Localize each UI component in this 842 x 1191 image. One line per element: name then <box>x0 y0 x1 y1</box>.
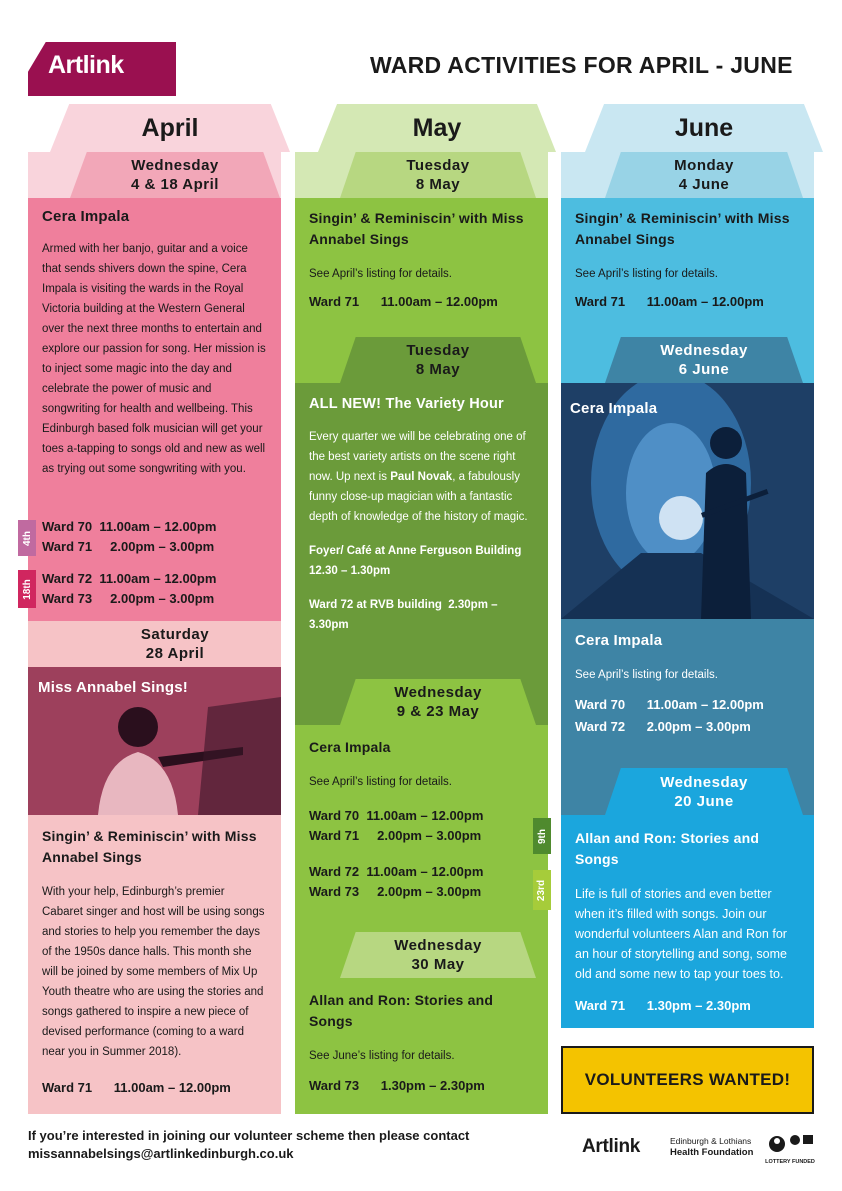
artlink-logo: Artlink <box>28 42 176 96</box>
event-title: ALL NEW! The Variety Hour <box>309 396 504 412</box>
event-description: Life is full of stories and even better … <box>575 887 787 981</box>
event-description: Armed with her banjo, guitar and a voice… <box>42 243 266 475</box>
event-title: Cera Impala <box>309 739 391 755</box>
april-annabel-block: Singin’ & Reminiscin’ with Miss Annabel … <box>28 826 281 1098</box>
cera-impala-photo <box>561 383 814 619</box>
date-tag-23rd: 23rd <box>533 870 551 910</box>
lottery-logo: LOTTERY FUNDED <box>765 1132 815 1165</box>
may-allan-block: Allan and Ron: Stories and Songs See Jun… <box>295 990 548 1096</box>
event-title: Cera Impala <box>575 632 663 649</box>
event-title: Cera Impala <box>42 208 130 225</box>
may-variety-block: ALL NEW! The Variety Hour Every quarter … <box>295 394 548 635</box>
event-title: Allan and Ron: Stories and Songs <box>575 830 760 867</box>
may-annabel-block: Singin’ & Reminiscin’ with Miss Annabel … <box>295 208 548 312</box>
event-title: Singin’ & Reminiscin’ with Miss Annabel … <box>42 828 257 865</box>
photo-caption: Miss Annabel Sings! <box>38 679 188 696</box>
artlink-footer-logo: Artlink <box>582 1136 641 1157</box>
june-allan-block: Allan and Ron: Stories and Songs Life is… <box>561 828 814 1016</box>
footer-text: If you’re interested in joining our volu… <box>28 1128 470 1143</box>
page-title: WARD ACTIVITIES FOR APRIL - JUNE <box>370 52 793 78</box>
event-description: Every quarter we will be celebrating one… <box>309 431 528 523</box>
april-cera-block: Cera Impala Armed with her banjo, guitar… <box>28 206 281 479</box>
date-tag-9th: 9th <box>533 818 551 854</box>
event-title: Singin’ & Reminiscin’ with Miss Annabel … <box>575 210 790 247</box>
june-cera-block: Cera Impala See April’s listing for deta… <box>561 630 814 737</box>
event-description: With your help, Edinburgh’s premier Caba… <box>42 886 265 1058</box>
date-tag-4th: 4th <box>18 520 36 556</box>
miss-annabel-photo <box>28 667 281 815</box>
photo-caption: Cera Impala <box>570 400 658 417</box>
june-header: June <box>585 104 823 152</box>
may-cera-block: Cera Impala See April’s listing for deta… <box>295 737 548 902</box>
event-title: Singin’ & Reminiscin’ with Miss Annabel … <box>309 210 524 247</box>
may-header: May <box>318 104 556 152</box>
april-cera-times: Ward 70 11.00am – 12.00pm Ward 71 2.00pm… <box>42 519 217 606</box>
contact-email[interactable]: missannabelsings@artlinkedinburgh.co.uk <box>28 1146 294 1161</box>
volunteers-wanted-banner: VOLUNTEERS WANTED! <box>561 1046 814 1114</box>
date-tag-18th: 18th <box>18 570 36 608</box>
event-title: Allan and Ron: Stories and Songs <box>309 992 494 1029</box>
april-header: April <box>50 104 290 152</box>
june-annabel-block: Singin’ & Reminiscin’ with Miss Annabel … <box>561 208 814 312</box>
